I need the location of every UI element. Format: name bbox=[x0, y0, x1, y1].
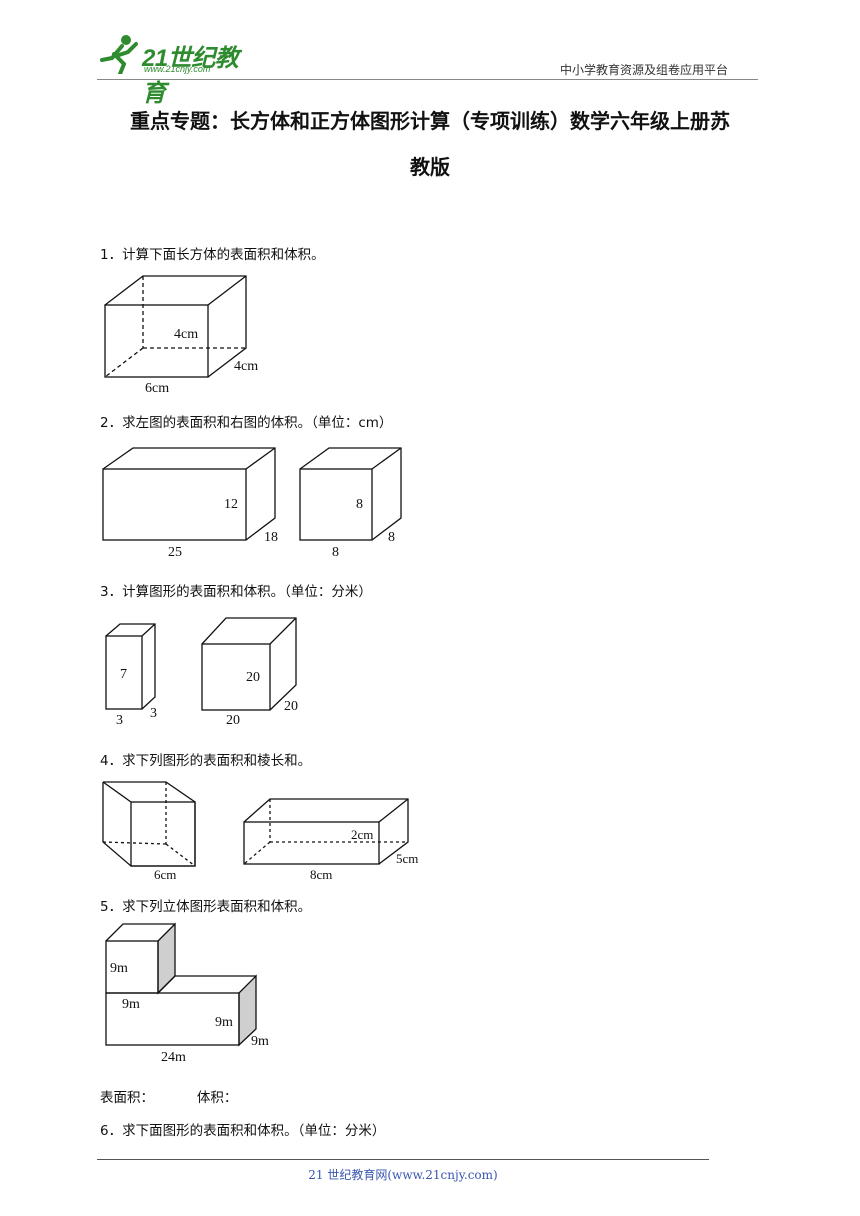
question-6: 6．求下面图形的表面积和体积。（单位：分米） bbox=[100, 1123, 386, 1139]
header-rule bbox=[97, 79, 758, 80]
page-title: 重点专题：长方体和正方体图形计算（专项训练）数学六年级上册苏 bbox=[130, 109, 730, 133]
platform-name: 中小学教育资源及组卷应用平台 bbox=[560, 63, 729, 77]
q4-cuboid-width-label: 5cm bbox=[396, 851, 418, 866]
q1-height-label: 4cm bbox=[174, 327, 198, 342]
q5-composite-figure: 9m 9m 9m 24m 9m bbox=[105, 922, 269, 1065]
question-3: 3．计算图形的表面积和体积。（单位：分米） bbox=[100, 584, 372, 600]
q5-top-length-label: 9m bbox=[122, 997, 140, 1012]
q3-small-length-label: 3 bbox=[116, 713, 123, 728]
logo-text: 21世纪教育 bbox=[142, 45, 239, 107]
question-2: 2．求左图的表面积和右图的体积。（单位：cm） bbox=[100, 415, 393, 431]
runner-logo-icon bbox=[100, 35, 138, 76]
q1-cuboid-figure: 4cm 4cm 6cm bbox=[104, 275, 258, 396]
q5-width-label: 9m bbox=[251, 1034, 269, 1049]
q2-right-length-label: 8 bbox=[332, 545, 339, 560]
q3-small-width-label: 3 bbox=[150, 706, 157, 721]
q3-cube-width-label: 20 bbox=[284, 699, 298, 714]
logo-url: www.21cnjy.com bbox=[144, 64, 211, 74]
q5-answer-line: 表面积： 体积： bbox=[100, 1090, 238, 1106]
q2-left-height-label: 12 bbox=[224, 497, 238, 512]
footer-text[interactable]: 21 世纪教育网(www.21cnjy.com) bbox=[308, 1168, 498, 1182]
q2-right-width-label: 8 bbox=[388, 530, 395, 545]
q1-length-label: 6cm bbox=[145, 381, 169, 396]
q2-left-width-label: 18 bbox=[264, 530, 278, 545]
q4-cuboid-height-label: 2cm bbox=[351, 827, 373, 842]
q3-figures: 7 3 3 20 20 20 bbox=[105, 617, 298, 728]
question-4: 4．求下列图形的表面积和棱长和。 bbox=[100, 753, 312, 769]
q2-figures: 12 18 25 8 8 8 bbox=[102, 447, 402, 560]
q3-small-height-label: 7 bbox=[120, 667, 127, 682]
page-title-line2: 教版 bbox=[410, 155, 450, 179]
q1-width-label: 4cm bbox=[234, 359, 258, 374]
q5-bottom-height-label: 9m bbox=[215, 1015, 233, 1030]
footer-rule bbox=[97, 1159, 709, 1160]
q4-figures: 6cm 2cm 8cm 5cm bbox=[102, 781, 418, 882]
q4-cuboid-length-label: 8cm bbox=[310, 867, 332, 882]
q5-bottom-length-label: 24m bbox=[161, 1050, 186, 1065]
q5-top-height-label: 9m bbox=[110, 961, 128, 976]
q3-cube-length-label: 20 bbox=[226, 713, 240, 728]
q3-cube-height-label: 20 bbox=[246, 670, 260, 685]
q2-left-length-label: 25 bbox=[168, 545, 182, 560]
q2-right-height-label: 8 bbox=[356, 497, 363, 512]
question-5: 5．求下列立体图形表面积和体积。 bbox=[100, 899, 312, 915]
q4-cube-edge-label: 6cm bbox=[154, 867, 176, 882]
question-1: 1．计算下面长方体的表面积和体积。 bbox=[100, 247, 325, 263]
site-logo: 21世纪教育 www.21cnjy.com bbox=[98, 34, 258, 107]
